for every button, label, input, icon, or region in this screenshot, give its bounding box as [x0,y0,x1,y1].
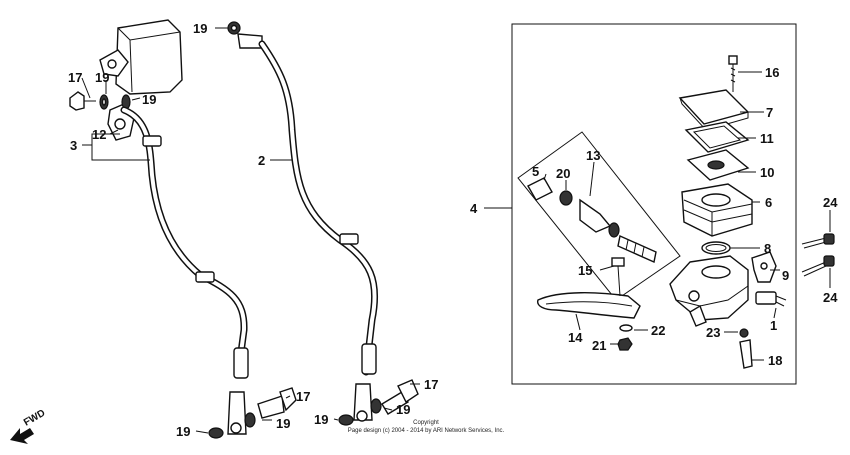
callout-19: 19 [142,92,156,107]
callout-7: 7 [766,105,773,120]
copyright-line-2: Page design (c) 2004 - 2014 by ARI Netwo… [348,428,505,434]
callout-17: 17 [68,70,82,85]
brake-lever [537,292,641,319]
callout-19: 19 [95,70,109,85]
clamp-bolt-lower [801,255,835,277]
callout-24: 24 [823,195,838,210]
callout-11: 11 [760,131,774,146]
bleeder-screw [739,339,753,369]
callout-17: 17 [296,389,310,404]
callout-18: 18 [768,353,782,368]
clamp-bolt-upper [801,233,835,249]
lever-pivot-bolt [611,257,625,297]
callout-14: 14 [568,330,583,345]
reservoir-cap [678,89,750,125]
reservoir-body [681,183,753,237]
callout-12: 12 [92,127,106,142]
brake-hose-left [120,106,249,435]
forward-direction-indicator: FWD [10,408,47,444]
cover-screw [728,55,738,92]
diaphragm-plate [684,121,750,153]
copyright-notice: Copyright Page design (c) 2004 - 2014 by… [348,420,505,434]
callout-9: 9 [782,268,789,283]
callout-8: 8 [764,241,771,256]
callout-19: 19 [314,412,328,427]
piston-kit [517,131,681,301]
callout-2: 2 [258,153,265,168]
callout-19: 19 [276,416,290,431]
sealing-washer [244,412,256,428]
master-cylinder-body [669,255,749,327]
fwd-label: FWD [22,408,47,429]
bleeder-cap [739,328,749,338]
callout-10: 10 [760,165,774,180]
sealing-washer [338,414,354,426]
lower-banjo-bolt-right [381,379,419,415]
callout-19: 19 [396,402,410,417]
callout-5: 5 [532,164,539,179]
pivot-nut [617,337,633,351]
callout-24: 24 [823,290,838,305]
leader-lines [81,27,831,434]
pivot-washer [619,324,633,332]
sealing-washer [370,398,382,414]
master-cylinder-group-frame [511,23,797,385]
brake-reservoir [99,19,183,95]
callout-16: 16 [765,65,779,80]
callout-22: 22 [651,323,665,338]
callout-4: 4 [470,201,478,216]
brake-light-switch [755,291,787,307]
callout-19: 19 [193,21,207,36]
lower-banjo-bolt-left [257,387,297,419]
banjo-bolt [69,91,96,111]
callout-3: 3 [70,138,77,153]
callout-21: 21 [592,338,606,353]
copyright-line-1: Copyright [413,420,439,426]
callout-1: 1 [770,318,777,333]
callout-6: 6 [765,195,772,210]
callout-19: 19 [176,424,190,439]
callout-20: 20 [556,166,570,181]
callout-23: 23 [706,325,720,340]
callout-15: 15 [578,263,592,278]
brake-hose-center [237,33,379,422]
sealing-washer [208,427,224,439]
callout-labels: 19 17 19 19 12 3 2 4 5 20 13 16 7 11 10 … [68,21,838,439]
callout-13: 13 [586,148,600,163]
callout-17: 17 [424,377,438,392]
